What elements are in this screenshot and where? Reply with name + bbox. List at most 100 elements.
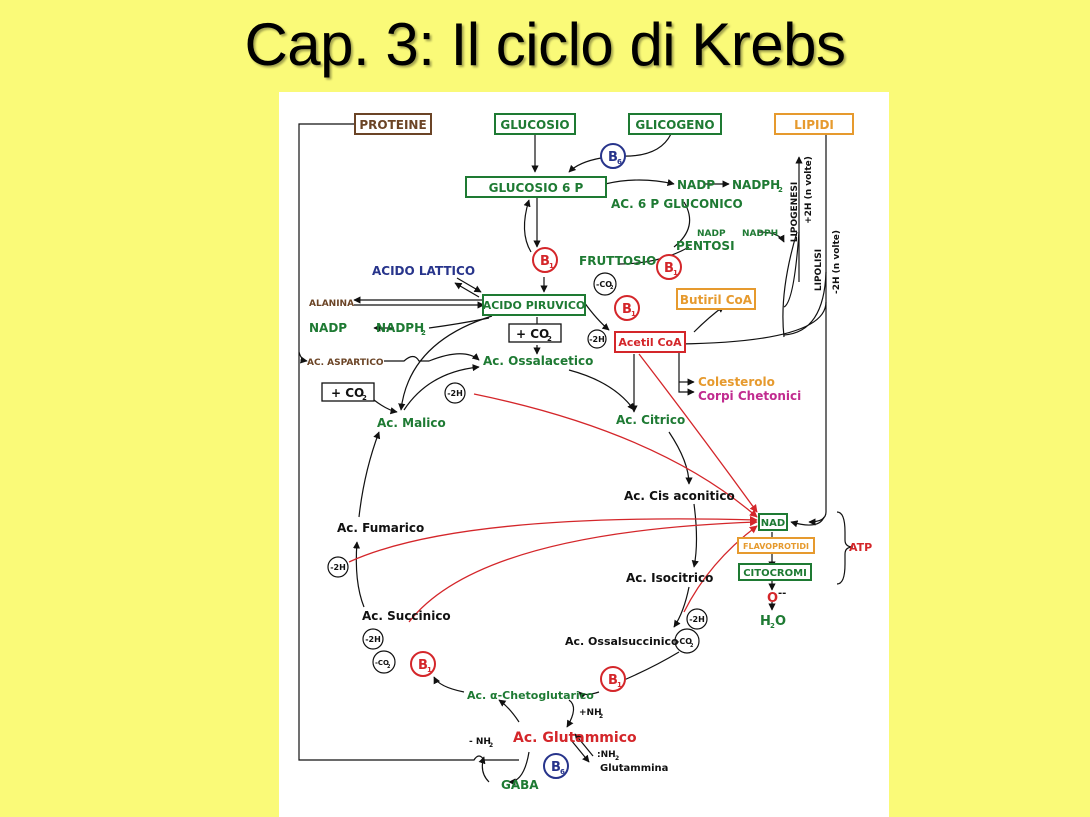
minus-2h-circle-isocitrico [686,608,708,630]
proteine-box [354,113,432,135]
ac-ossalacetico-label: Ac. Ossalacetico [483,354,593,368]
b1-circle-fruttosio [532,247,558,273]
diagram-labels: PROTEINE GLUCOSIO GLICOGENO LIPIDI GLUCO… [307,118,872,792]
b1-cheto-sub: 1 [617,681,622,689]
nadp-left-label: NADP [309,321,347,335]
plus-co2-sub: 2 [547,335,552,343]
plus-nh2-label: +NH [579,708,602,718]
ac-aspartico-label: AC. ASPARTICO [307,358,384,368]
minus-2h-circle-fumarico [327,556,349,578]
acido-piruvico-label: ACIDO PIRUVICO [483,299,586,312]
flavoprotidi-label: FLAVOPROTIDI [743,542,809,551]
h2o-h: H [760,614,771,629]
vitamin-circles [410,143,682,779]
ac-cis-aconitico-label: Ac. Cis aconitico [624,489,735,503]
nadph-small-label: NADPH [742,229,778,239]
minus-co2-label-ossal: -CO [676,637,692,646]
b6-gaba-sub: 6 [560,768,565,776]
ac-ossalsuccinico-label: Ac. Ossalsuccinico [565,635,679,648]
acetil-coa-box [614,331,686,353]
h2o-sub: 2 [770,622,775,630]
nh2-glut-sub: 2 [615,755,619,762]
glucosio6p-label: GLUCOSIO 6 P [489,181,584,195]
b6-gaba-letter: B [551,760,561,775]
minus-2h-label-succinico: -2H [365,635,381,644]
flavoprotidi-box [737,537,815,554]
b1-circle-pentosi [656,254,682,280]
h2o-o: O [775,614,786,629]
ac-alfa-chetoglutarico-label: Ac. α-Chetoglutarico [467,689,594,702]
glucosio-label: GLUCOSIO [500,118,569,132]
plus-co2-left-label: + CO [331,386,364,400]
b1-circle-succinico [410,651,436,677]
minus-2h-circle-acetil [587,329,607,349]
ac-isocitrico-label: Ac. Isocitrico [626,571,713,585]
b1-succinico-letter: B [418,658,428,673]
ac-glutammico-label: Ac. Glutammico [513,730,637,746]
oxygen-label: O [767,591,778,606]
nadp-top-label: NADP [677,178,715,192]
butiril-coa-box [676,288,756,310]
minus-2h-circle-malico [444,382,466,404]
nh2-glut-label: :NH [597,750,616,760]
diagram-canvas: PROTEINE GLUCOSIO GLICOGENO LIPIDI GLUCO… [298,113,872,792]
b6-top-sub: 6 [617,158,622,166]
atp-label: ATP [849,541,872,554]
minus-nh2-sub: 2 [489,742,493,749]
plus-co2-box [508,323,562,343]
compound-boxes [321,113,854,581]
b1-fruttosio-letter: B [540,254,550,269]
ac-fumarico-label: Ac. Fumarico [337,521,424,535]
b1-circle-chetoglutarico [600,666,626,692]
minus-co2-circle-succinico [372,650,396,674]
nadph-left-sub: 2 [421,329,426,337]
colesterolo-label: Colesterolo [698,375,775,389]
glicogeno-box [628,113,722,135]
plus-co2-left-box [321,382,375,402]
b6-circle-gaba [543,753,569,779]
oxygen-charge: -- [778,588,786,599]
krebs-cycle-diagram: PROTEINE GLUCOSIO GLICOGENO LIPIDI GLUCO… [279,92,889,817]
minus-co2-circle-ossalsuccinico [674,628,700,654]
ac-malico-label: Ac. Malico [377,416,446,430]
b1-acetil-letter: B [622,302,632,317]
b1-pentosi-sub: 1 [673,269,678,277]
nadp-small-label: NADP [697,229,726,239]
nadph-top-label: NADPH [732,178,780,192]
ac-succinico-label: Ac. Succinico [362,609,451,623]
minus-2h-label-fumarico: -2H [330,563,346,572]
b1-cheto-letter: B [608,673,618,688]
minus-2h-label-acetil: -2H [589,335,605,344]
b6-circle-top [600,143,626,169]
minus-co2-sub-ossal: 2 [690,643,694,649]
minus-2h-circle-succinico [362,628,384,650]
lipogenesi-label: LIPOGENESI [790,182,800,242]
lipogenesi-2h-label: +2H (n volte) [804,156,814,224]
minus-co2-sub-succinico: 2 [387,664,391,670]
pentosi-label: PENTOSI [676,239,735,253]
ac-citrico-label: Ac. Citrico [616,413,685,427]
acido-lattico-label: ACIDO LATTICO [372,264,475,278]
alanina-label: ALANINA [309,299,354,309]
b1-circle-acetil [614,295,640,321]
lipidi-label: LIPIDI [794,118,834,132]
minus-co2-label-top: -CO [596,280,612,289]
corpi-chetonici-label: Corpi Chetonici [698,389,801,403]
minus-2h-label-isocitrico: -2H [689,615,705,624]
proteine-label: PROTEINE [359,118,426,132]
ac6p-label: AC. 6 P GLUCONICO [611,197,743,211]
acido-piruvico-box [482,294,586,316]
b1-pentosi-letter: B [664,261,674,276]
butiril-coa-label: Butiril CoA [680,293,753,307]
acetil-coa-label: Acetil CoA [618,336,682,349]
pathway-arrows [298,123,854,786]
minus-nh2-label: - NH [469,737,491,747]
glicogeno-label: GLICOGENO [635,118,714,132]
b6-top-letter: B [608,150,618,165]
plus-nh2-sub: 2 [599,713,603,720]
b1-acetil-sub: 1 [631,310,636,318]
nad-feed-arrows [348,353,758,623]
minus-2h-label-malico: -2H [447,389,463,398]
plus-co2-left-sub: 2 [362,394,367,402]
b1-succinico-sub: 1 [427,666,432,674]
